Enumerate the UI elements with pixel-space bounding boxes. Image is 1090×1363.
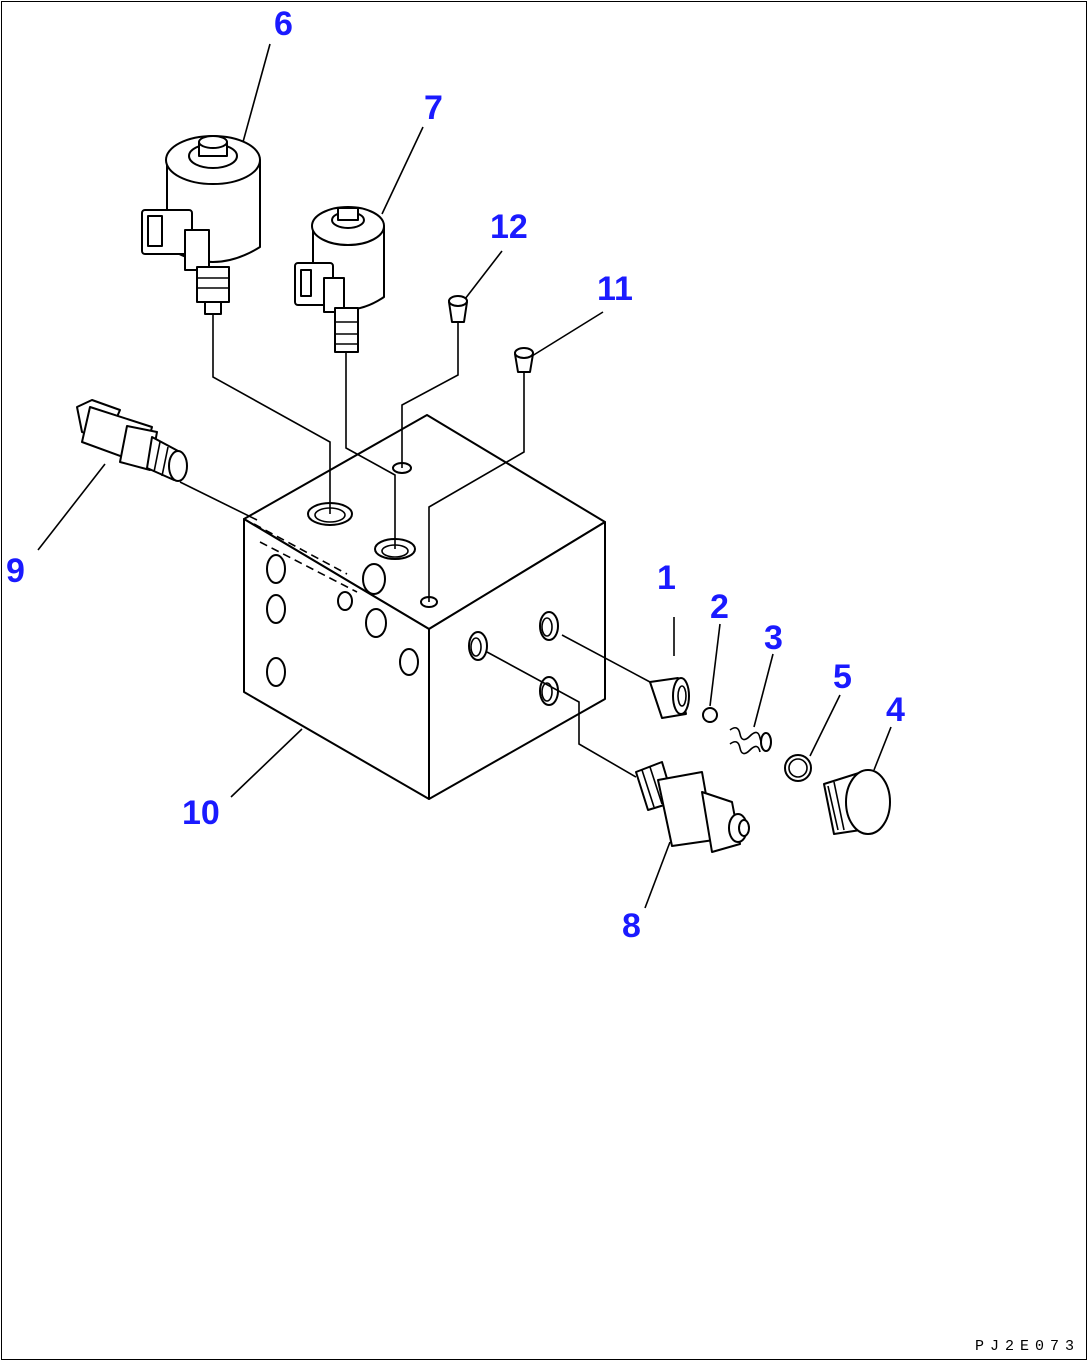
plug-12 [448, 295, 468, 323]
cartridge-valve-8 [635, 761, 750, 853]
plug-part-4 [823, 769, 891, 835]
callout-label-7: 7 [424, 89, 443, 127]
drawing-code: PJ2E073 [974, 1338, 1080, 1355]
callout-label-6: 6 [274, 5, 293, 43]
callout-label-8: 8 [622, 907, 641, 945]
assembly-lines [179, 314, 651, 778]
callout-label-4: 4 [886, 691, 905, 729]
cartridge-valve-9 [76, 399, 188, 482]
callout-label-2: 2 [710, 588, 729, 626]
o-ring-part-5 [784, 754, 812, 782]
solenoid-valve-small [294, 206, 385, 353]
valve-block [243, 414, 606, 800]
solenoid-valve-large [141, 135, 261, 315]
callout-label-3: 3 [764, 619, 783, 657]
spring-part-3 [729, 726, 772, 755]
callout-label-10: 10 [182, 794, 220, 832]
plug-11 [514, 347, 534, 373]
callout-label-12: 12 [490, 208, 528, 246]
callout-label-5: 5 [833, 658, 852, 696]
callout-label-11: 11 [597, 270, 633, 308]
callout-label-9: 9 [6, 552, 25, 590]
sleeve-part-1 [649, 677, 690, 719]
ball-part-2 [702, 707, 718, 723]
callout-label-1: 1 [657, 559, 676, 597]
callout-numbers: 6 7 12 11 9 10 1 2 3 5 4 8 [6, 5, 905, 945]
callout-leaders [37, 43, 892, 909]
